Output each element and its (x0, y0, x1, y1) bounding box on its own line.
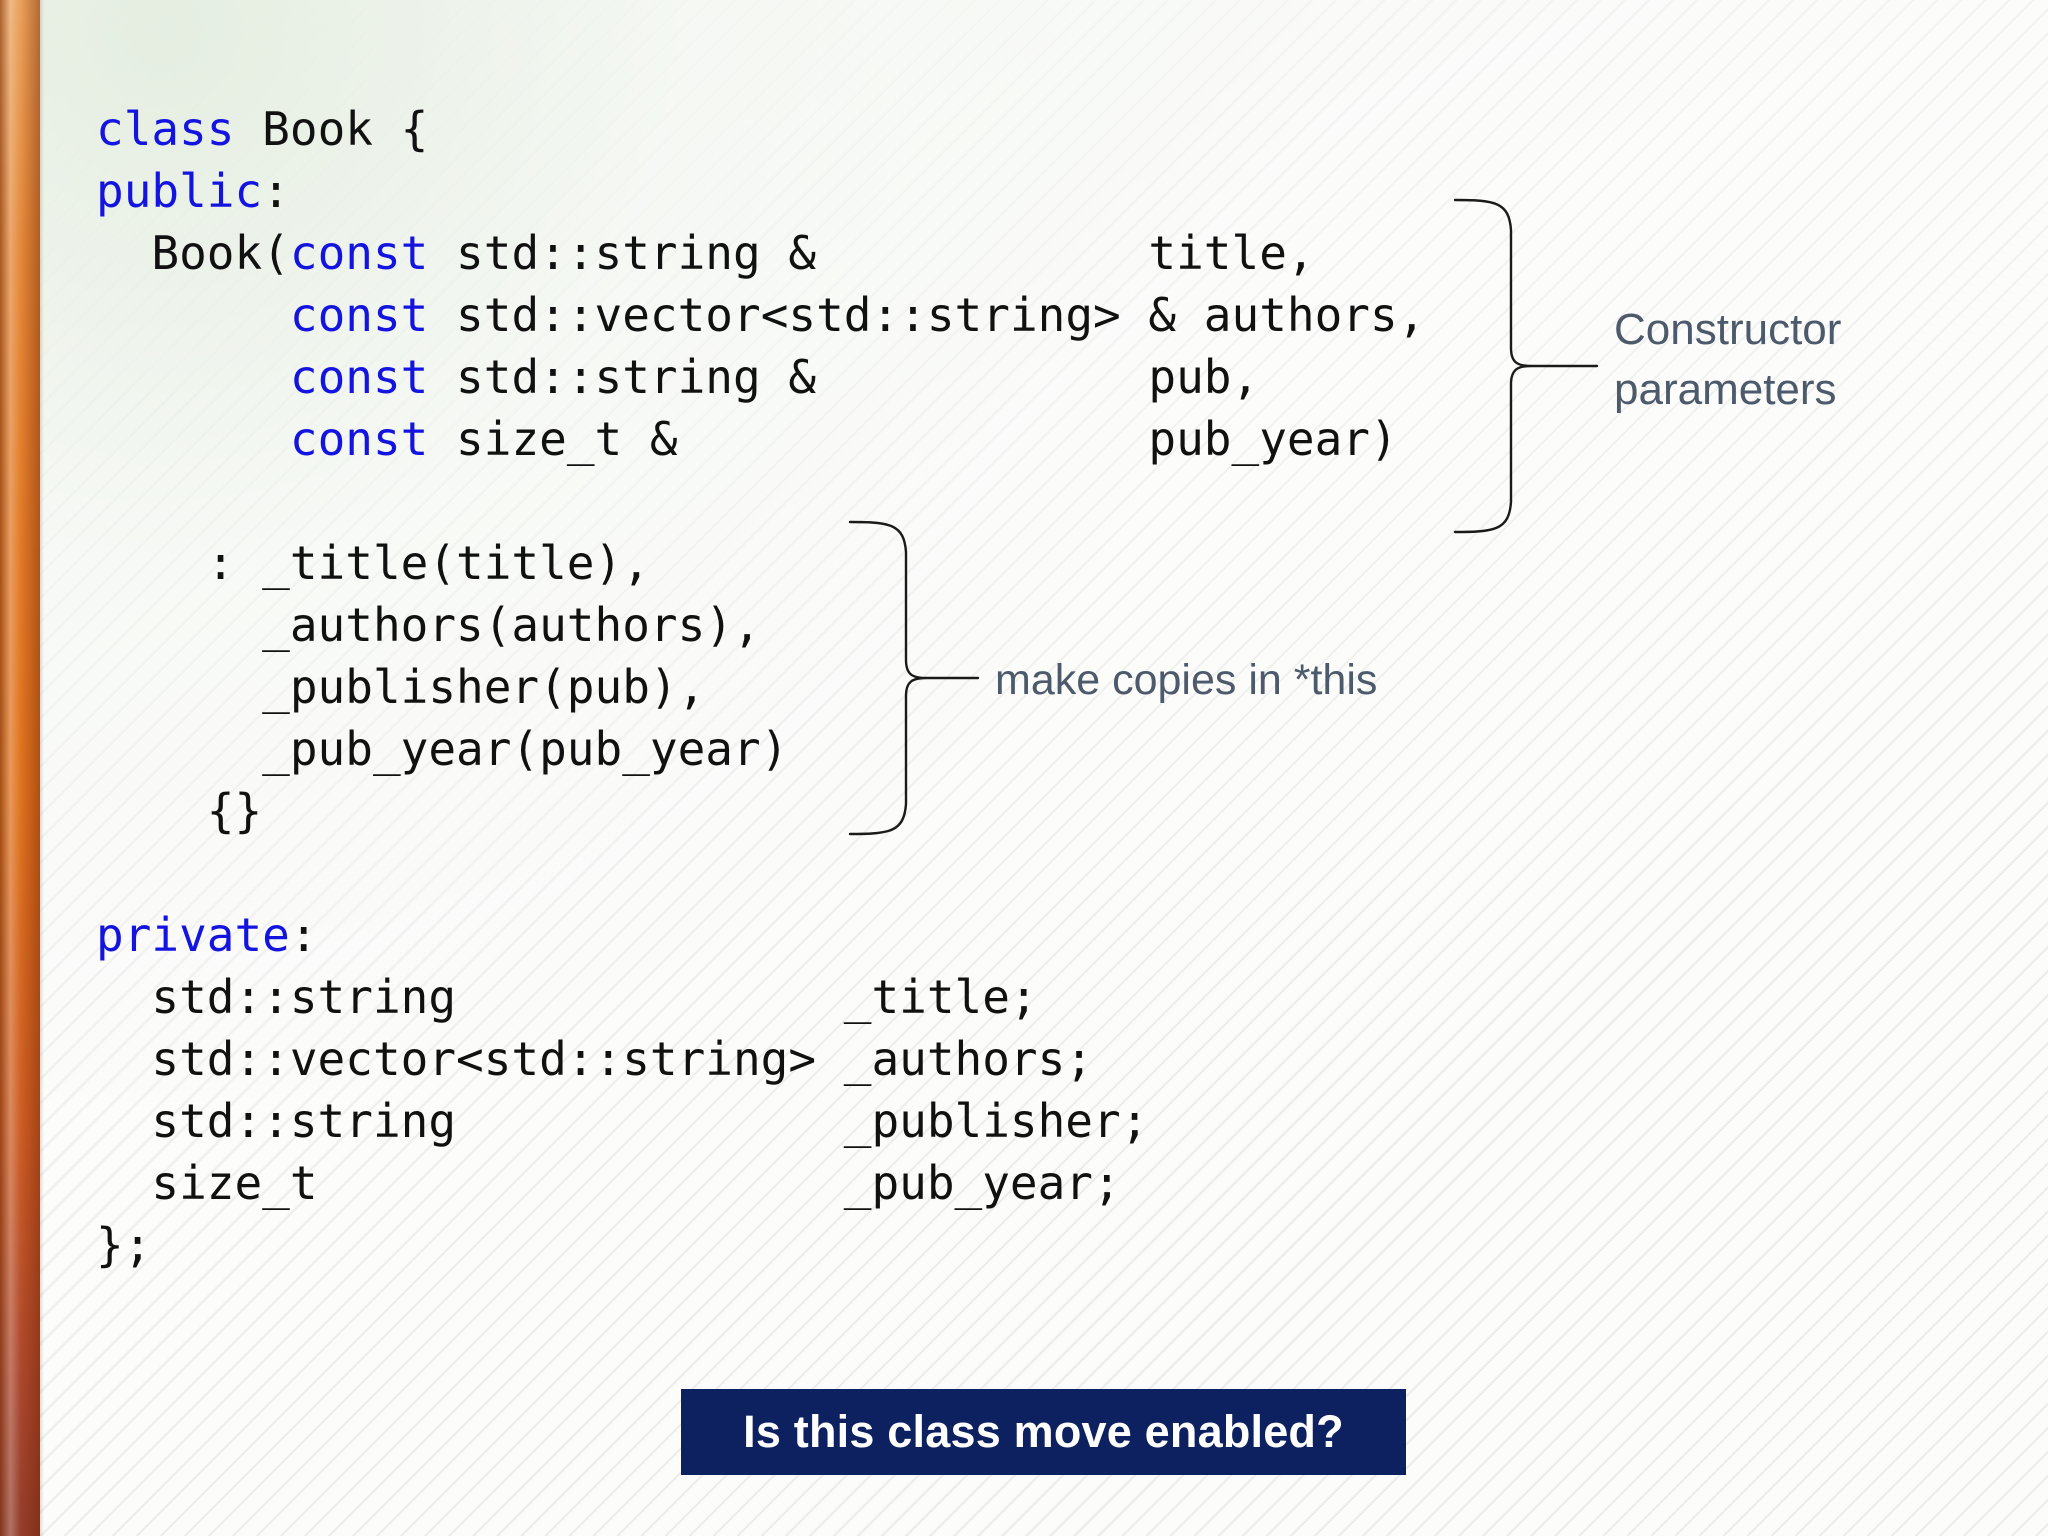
code-text: : (262, 164, 290, 218)
code-text: : _title(title), (96, 536, 650, 590)
code-text (96, 350, 290, 404)
code-keyword: const (289, 412, 429, 466)
code-text: size_t _pub_year; (96, 1156, 1121, 1210)
code-line: const size_t & pub_year) (96, 408, 1425, 470)
code-text: std::vector<std::string> _authors; (96, 1032, 1093, 1086)
code-line: private: (96, 904, 1425, 966)
code-line: _publisher(pub), (96, 656, 1425, 718)
code-line: _authors(authors), (96, 594, 1425, 656)
code-text: std::string & pub, (428, 350, 1260, 404)
code-line: const std::string & pub, (96, 346, 1425, 408)
code-text: std::string _title; (96, 970, 1038, 1024)
code-text (96, 288, 290, 342)
code-line: std::string _title; (96, 966, 1425, 1028)
code-text: Book { (234, 102, 429, 156)
constructor-parameters-brace (1453, 198, 1599, 534)
code-line: public: (96, 160, 1425, 222)
code-keyword: private (96, 908, 290, 962)
question-banner-text: Is this class move enabled? (743, 1406, 1344, 1457)
code-line: const std::vector<std::string> & authors… (96, 284, 1425, 346)
code-line: std::string _publisher; (96, 1090, 1425, 1152)
code-line: : _title(title), (96, 532, 1425, 594)
code-line: class Book { (96, 98, 1425, 160)
annotation-constructor-parameters: Constructor parameters (1614, 305, 1842, 414)
code-line: Book(const std::string & title, (96, 222, 1425, 284)
code-text: Book( (96, 226, 290, 280)
question-banner: Is this class move enabled? (681, 1389, 1406, 1475)
code-text: std::vector<std::string> & authors, (428, 288, 1426, 342)
code-keyword: const (289, 226, 429, 280)
code-text (96, 412, 290, 466)
code-text: _publisher(pub), (96, 660, 706, 714)
code-block: class Book {public: Book(const std::stri… (96, 98, 1425, 1276)
code-keyword: const (289, 350, 429, 404)
code-line: {} (96, 780, 1425, 842)
code-text: std::string _publisher; (96, 1094, 1149, 1148)
code-keyword: const (289, 288, 429, 342)
code-text: }; (96, 1218, 152, 1272)
code-line: }; (96, 1214, 1425, 1276)
code-text: std::string & title, (428, 226, 1315, 280)
code-line: size_t _pub_year; (96, 1152, 1425, 1214)
code-line (96, 842, 1425, 904)
code-text: size_t & pub_year) (428, 412, 1398, 466)
left-accent-bar (0, 0, 44, 1536)
code-text: {} (96, 784, 263, 838)
member-init-list-brace (848, 520, 980, 836)
code-text: : (289, 908, 318, 962)
code-keyword: public (96, 164, 263, 218)
code-text: _pub_year(pub_year) (96, 722, 789, 776)
code-line (96, 470, 1425, 532)
annotation-make-copies: make copies in *this (995, 656, 1378, 704)
code-line: std::vector<std::string> _authors; (96, 1028, 1425, 1090)
code-keyword: class (96, 102, 235, 156)
code-text: _authors(authors), (96, 598, 761, 652)
code-line: _pub_year(pub_year) (96, 718, 1425, 780)
